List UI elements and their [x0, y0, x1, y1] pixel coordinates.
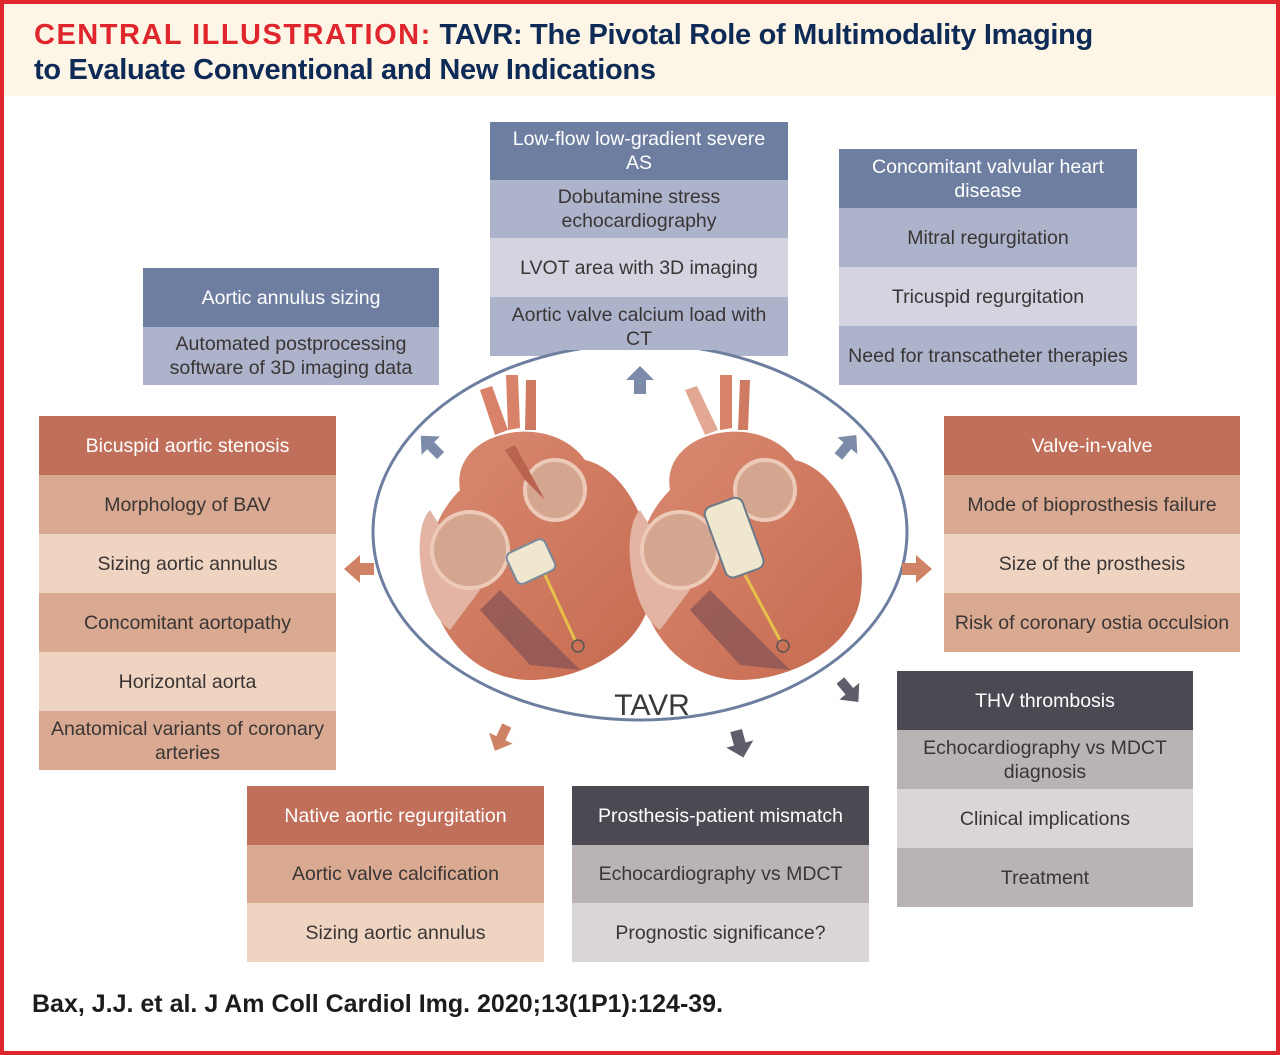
arrow-down-right-icon — [836, 677, 860, 702]
box-item: Sizing aortic annulus — [39, 534, 336, 593]
box-header: THV thrombosis — [897, 671, 1193, 730]
header-band: CENTRAL ILLUSTRATION: TAVR: The Pivotal … — [4, 4, 1276, 96]
box-valve-in-valve: Valve-in-valve Mode of bioprosthesis fai… — [944, 416, 1240, 652]
box-item: Automated postprocessing software of 3D … — [143, 327, 439, 385]
box-concomitant-valvular-heart-disease: Concomitant valvular heart disease Mitra… — [839, 149, 1137, 385]
box-prosthesis-patient-mismatch: Prosthesis-patient mismatch Echocardiogr… — [572, 786, 869, 962]
title-line-2: to Evaluate Conventional and New Indicat… — [34, 54, 656, 86]
box-item: Echocardiography vs MDCT — [572, 845, 869, 903]
box-aortic-annulus-sizing: Aortic annulus sizing Automated postproc… — [143, 268, 439, 385]
box-header: Concomitant valvular heart disease — [839, 149, 1137, 208]
title-line-1: TAVR: The Pivotal Role of Multimodality … — [439, 19, 1094, 51]
box-item: Size of the prosthesis — [944, 534, 1240, 593]
box-item: LVOT area with 3D imaging — [490, 238, 788, 297]
box-item: Mitral regurgitation — [839, 208, 1137, 267]
box-thv-thrombosis: THV thrombosis Echocardiography vs MDCT … — [897, 671, 1193, 907]
box-item: Tricuspid regurgitation — [839, 267, 1137, 326]
box-item: Anatomical variants of coronary arteries — [39, 711, 336, 770]
tavr-label: TAVR — [614, 689, 690, 722]
arrow-up-left-icon — [420, 435, 445, 460]
box-item: Horizontal aorta — [39, 652, 336, 711]
box-bicuspid-aortic-stenosis: Bicuspid aortic stenosis Morphology of B… — [39, 416, 336, 770]
box-native-aortic-regurgitation: Native aortic regurgitation Aortic valve… — [247, 786, 544, 962]
box-header: Valve-in-valve — [944, 416, 1240, 475]
arrow-left-icon — [344, 555, 374, 583]
box-low-flow-low-gradient: Low-flow low-gradient severe AS Dobutami… — [490, 122, 788, 356]
tavr-center-diagram: TAVR — [344, 350, 932, 758]
box-item: Need for transcatheter therapies — [839, 326, 1137, 385]
box-item: Dobutamine stress echocardiography — [490, 180, 788, 238]
box-header: Aortic annulus sizing — [143, 268, 439, 327]
box-item: Aortic valve calcium load with CT — [490, 297, 788, 356]
central-illustration-label: CENTRAL ILLUSTRATION: — [34, 19, 432, 51]
box-item: Echocardiography vs MDCT diagnosis — [897, 730, 1193, 789]
box-item: Clinical implications — [897, 789, 1193, 848]
box-header: Low-flow low-gradient severe AS — [490, 122, 788, 180]
box-header: Native aortic regurgitation — [247, 786, 544, 845]
box-item: Treatment — [897, 848, 1193, 907]
figure-title: CENTRAL ILLUSTRATION: TAVR: The Pivotal … — [34, 18, 1264, 88]
box-item: Morphology of BAV — [39, 475, 336, 534]
box-item: Aortic valve calcification — [247, 845, 544, 903]
box-item: Prognostic significance? — [572, 903, 869, 962]
box-item: Sizing aortic annulus — [247, 903, 544, 962]
heart-illustration-balloon-expandable — [419, 375, 652, 680]
arrow-up-right-icon — [834, 435, 858, 460]
arrow-down-icon — [726, 728, 754, 758]
box-item: Risk of coronary ostia occulsion — [944, 593, 1240, 652]
box-item: Concomitant aortopathy — [39, 593, 336, 652]
box-header: Prosthesis-patient mismatch — [572, 786, 869, 845]
box-item: Mode of bioprosthesis failure — [944, 475, 1240, 534]
heart-illustration-self-expanding — [629, 375, 862, 680]
citation: Bax, J.J. et al. J Am Coll Cardiol Img. … — [32, 990, 724, 1018]
arrow-right-icon — [902, 555, 932, 583]
box-header: Bicuspid aortic stenosis — [39, 416, 336, 475]
arrow-up-icon — [626, 366, 654, 394]
arrow-down-left-icon — [489, 723, 513, 751]
